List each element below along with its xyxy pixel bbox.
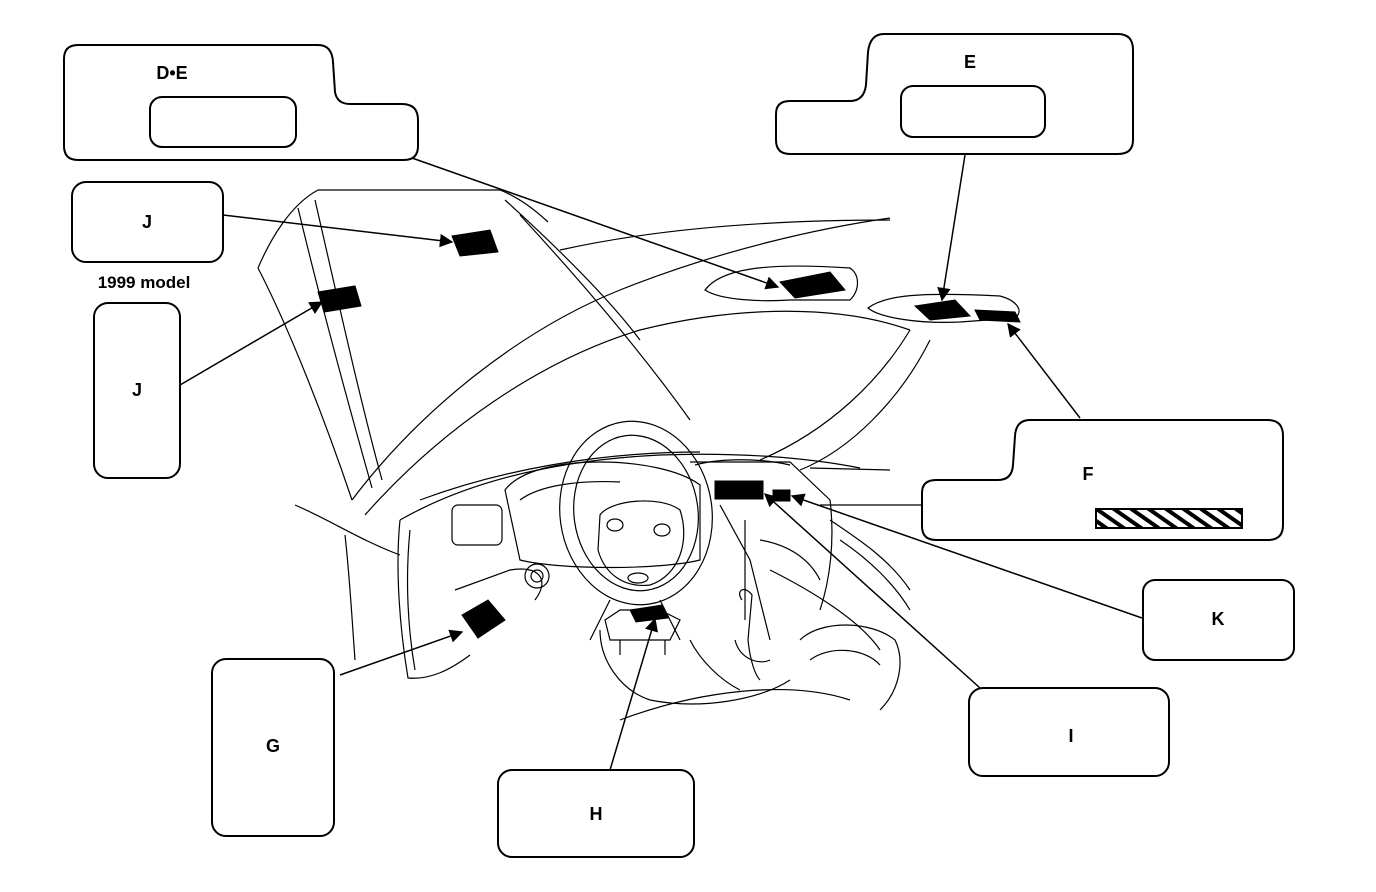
callout-de: D•E — [63, 44, 419, 161]
callout-j-top-label: J — [142, 212, 152, 232]
label-spot-g-kneebolster — [461, 599, 506, 639]
label-spot-e-visor — [913, 299, 972, 321]
label-locations — [317, 229, 1021, 639]
callout-e-label: E — [964, 52, 976, 72]
callout-i-label: I — [1068, 726, 1073, 746]
callout-g: G — [211, 658, 335, 837]
leader-f — [1007, 322, 1081, 419]
callout-j-left-label: J — [132, 380, 142, 400]
callout-e: E — [775, 33, 1134, 155]
model-year-note: 1999 model — [98, 273, 191, 292]
callout-h: H — [497, 769, 695, 858]
leader-j-left — [179, 301, 324, 386]
callout-j-left: J — [93, 302, 181, 479]
label-spot-h-fusebox — [629, 604, 669, 623]
leader-de — [411, 157, 780, 290]
label-spot-k-dash — [772, 489, 791, 502]
label-spot-i-dash — [714, 480, 764, 500]
leader-i — [763, 493, 981, 689]
vehicle-interior-drawing — [257, 189, 1020, 721]
label-spot-j-headliner — [451, 229, 499, 257]
callout-i: I — [968, 687, 1170, 777]
callout-de-label: D•E — [156, 63, 187, 83]
leader-e — [937, 154, 966, 302]
callout-g-label: G — [266, 736, 280, 756]
leader-j-top — [222, 214, 454, 248]
callout-f-hatched-label — [1095, 508, 1243, 529]
label-spot-de-visor — [779, 271, 846, 299]
callout-f-label: F — [1083, 464, 1094, 484]
label-spot-j-pillar — [317, 285, 362, 313]
callout-h-label: H — [590, 804, 603, 824]
callout-f: F — [921, 419, 1284, 541]
label-spot-f-visor — [974, 309, 1021, 323]
callout-k-label: K — [1212, 609, 1225, 629]
callout-k: K — [1142, 579, 1295, 661]
leader-k — [790, 493, 1143, 619]
callout-j-top: J — [71, 181, 224, 263]
leader-arrows — [179, 154, 1143, 771]
leader-g — [339, 629, 464, 676]
leader-h — [609, 617, 658, 771]
